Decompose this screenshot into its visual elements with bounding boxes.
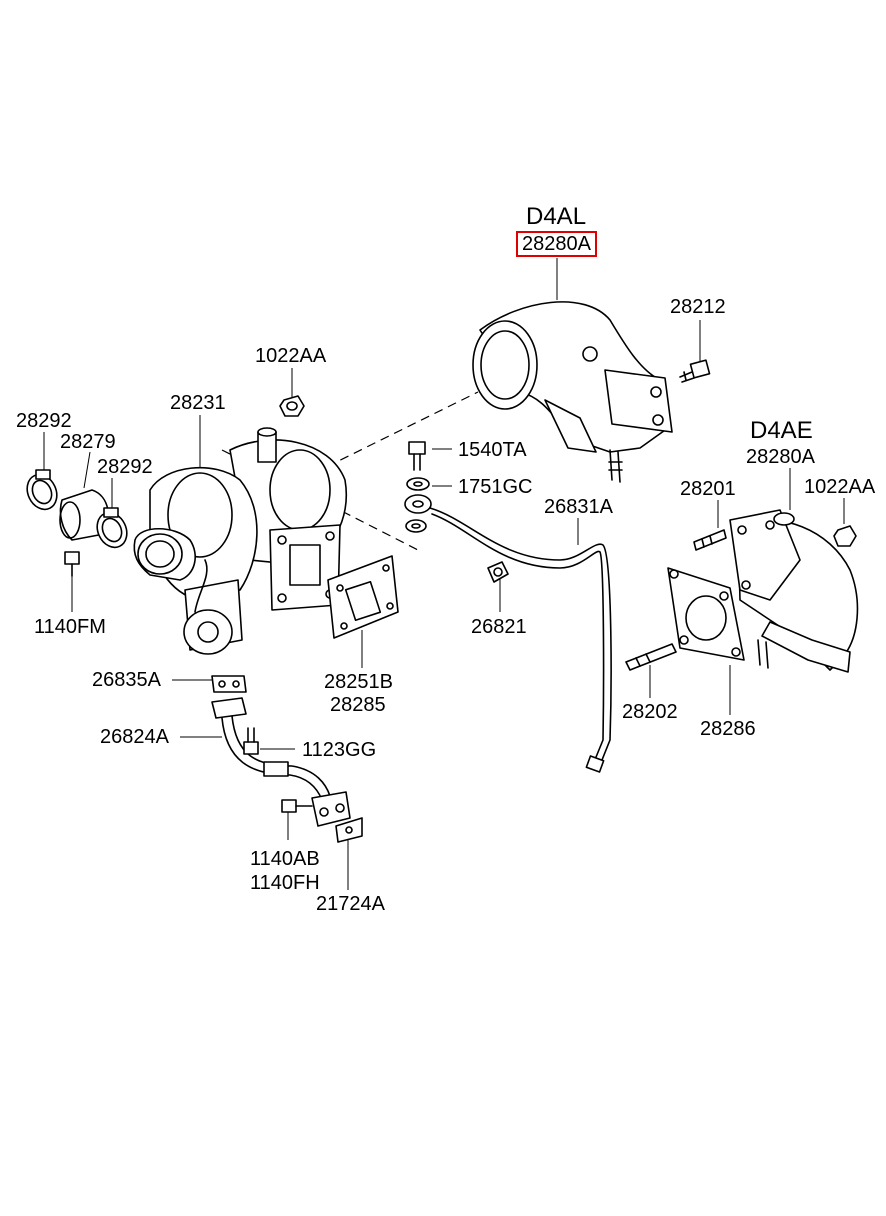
part-label-28279[interactable]: 28279 (60, 431, 116, 453)
bolt-1540ta (408, 441, 426, 471)
part-label-26821[interactable]: 26821 (471, 616, 527, 638)
part-label-26831a[interactable]: 26831A (544, 496, 613, 518)
stud-28202 (625, 643, 677, 671)
turbocharger-28231 (133, 427, 348, 655)
part-label-1140fm[interactable]: 1140FM (34, 616, 106, 638)
gasket-28286 (667, 567, 745, 661)
oil-return-pipe-26824a (211, 697, 351, 827)
part-label-28292-b[interactable]: 28292 (97, 456, 153, 478)
washers-1751gc (405, 477, 430, 533)
bolt-1123gg (243, 727, 259, 755)
gasket-26835a (211, 675, 247, 693)
clip-26821 (487, 561, 509, 583)
part-label-1140ab[interactable]: 1140AB (250, 848, 320, 870)
part-label-28280a-highlighted[interactable]: 28280A (516, 231, 597, 257)
bolt-1140ab (281, 799, 313, 813)
stud-28201 (693, 529, 727, 551)
part-label-28231[interactable]: 28231 (170, 392, 226, 414)
part-label-1751gc[interactable]: 1751GC (458, 476, 533, 498)
outlet-elbow-d4al (472, 301, 673, 483)
part-label-28212[interactable]: 28212 (670, 296, 726, 318)
part-label-1022aa-right[interactable]: 1022AA (804, 476, 876, 498)
part-label-28280a-right[interactable]: 28280A (746, 446, 815, 468)
part-label-28286[interactable]: 28286 (700, 718, 756, 740)
engine-label-d4al: D4AL (526, 203, 587, 230)
outlet-elbow-d4ae (729, 509, 859, 673)
part-label-1123gg[interactable]: 1123GG (302, 739, 377, 761)
nut-1022aa-right (833, 525, 857, 547)
part-label-28292-a[interactable]: 28292 (16, 410, 72, 432)
part-label-1140fh[interactable]: 1140FH (250, 872, 320, 894)
part-label-28251b[interactable]: 28251B (324, 671, 393, 693)
nut-1022aa-left (279, 395, 305, 417)
engine-label-d4ae: D4AE (750, 417, 813, 444)
bolt-1140fm (64, 551, 80, 577)
part-label-21724a[interactable]: 21724A (316, 893, 385, 915)
clamps-and-hose (26, 469, 128, 549)
part-label-28202[interactable]: 28202 (622, 701, 678, 723)
part-label-1022aa-left[interactable]: 1022AA (255, 345, 327, 367)
part-label-28285[interactable]: 28285 (330, 694, 386, 716)
part-label-1540ta[interactable]: 1540TA (458, 439, 527, 461)
part-label-26835a[interactable]: 26835A (92, 669, 161, 691)
part-label-28201[interactable]: 28201 (680, 478, 736, 500)
gasket-28251b (327, 555, 399, 639)
bolt-28212 (679, 359, 711, 383)
part-label-26824a[interactable]: 26824A (100, 726, 169, 748)
gasket-21724a (335, 817, 363, 843)
oil-pipe-26831a (404, 494, 612, 773)
